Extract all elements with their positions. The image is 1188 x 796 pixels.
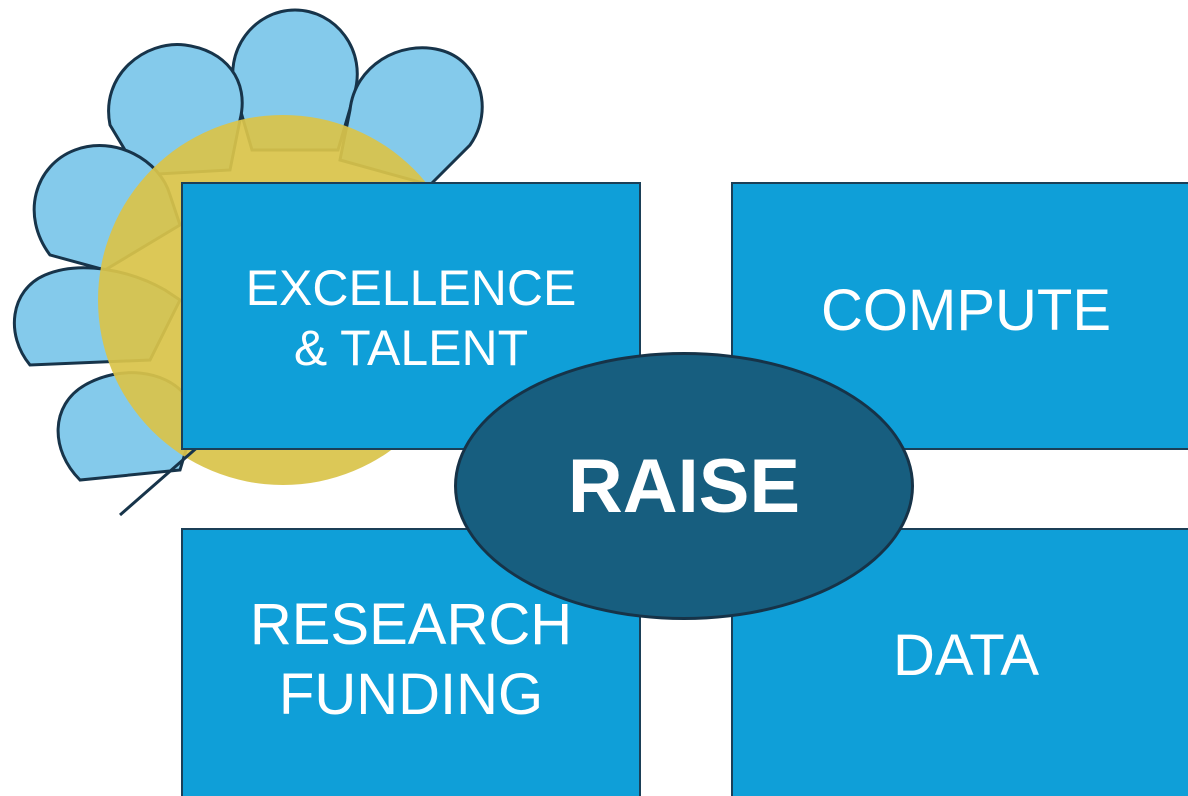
excellence-talent-label: EXCELLENCE & TALENT [245, 260, 577, 376]
flower-petals [12, 8, 484, 482]
raise-center-ellipse: RAISE [454, 352, 914, 620]
compute-label: COMPUTE [821, 278, 1111, 344]
research-funding-label: RESEARCH FUNDING [249, 592, 573, 727]
petal [231, 8, 359, 152]
raise-label: RAISE [567, 443, 801, 529]
data-label: DATA [892, 623, 1040, 689]
flower-stem-line [119, 443, 201, 517]
